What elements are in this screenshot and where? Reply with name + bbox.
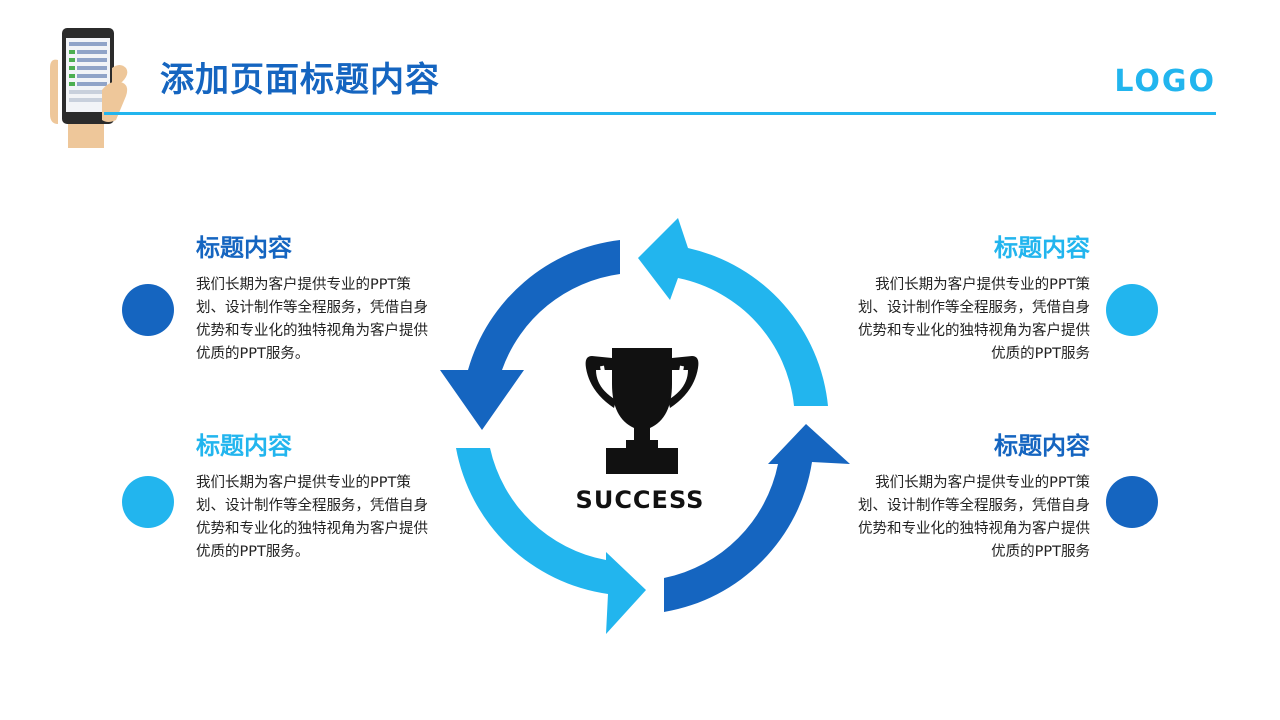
phone-in-hand-icon [50, 28, 128, 148]
block-body: 我们长期为客户提供专业的PPT策划、设计制作等全程服务，凭借自身优势和专业化的独… [196, 475, 428, 560]
block-body: 我们长期为客户提供专业的PPT策划、设计制作等全程服务，凭借自身优势和专业化的独… [196, 277, 428, 362]
dot-left-bottom [122, 476, 174, 528]
text-block-right-top: 标题内容 我们长期为客户提供专业的PPT策划、设计制作等全程服务，凭借自身优势和… [850, 232, 1090, 366]
cycle-arrow-bottom-right [664, 424, 850, 612]
block-title: 标题内容 [196, 432, 292, 460]
header-divider [104, 112, 1216, 115]
block-title: 标题内容 [196, 234, 292, 262]
logo: LOGO [1114, 64, 1216, 99]
cycle-diagram [440, 218, 850, 634]
dot-right-top [1106, 284, 1158, 336]
text-block-left-top: 标题内容 我们长期为客户提供专业的PPT策划、设计制作等全程服务，凭借自身优势和… [196, 232, 436, 366]
block-body: 我们长期为客户提供专业的PPT策划、设计制作等全程服务，凭借自身优势和专业化的独… [858, 475, 1090, 560]
cycle-arrow-top-left [440, 240, 620, 430]
block-title: 标题内容 [994, 234, 1090, 262]
block-title: 标题内容 [994, 432, 1090, 460]
dot-right-bottom [1106, 476, 1158, 528]
success-label: SUCCESS [575, 486, 705, 514]
dot-left-top [122, 284, 174, 336]
text-block-left-bottom: 标题内容 我们长期为客户提供专业的PPT策划、设计制作等全程服务，凭借自身优势和… [196, 430, 436, 564]
cycle-arrow-bottom-left [456, 448, 646, 634]
trophy-icon [585, 348, 699, 474]
block-body: 我们长期为客户提供专业的PPT策划、设计制作等全程服务，凭借自身优势和专业化的独… [858, 277, 1090, 362]
text-block-right-bottom: 标题内容 我们长期为客户提供专业的PPT策划、设计制作等全程服务，凭借自身优势和… [850, 430, 1090, 564]
page-title: 添加页面标题内容 [160, 60, 440, 100]
cycle-arrow-top-right [638, 218, 828, 406]
